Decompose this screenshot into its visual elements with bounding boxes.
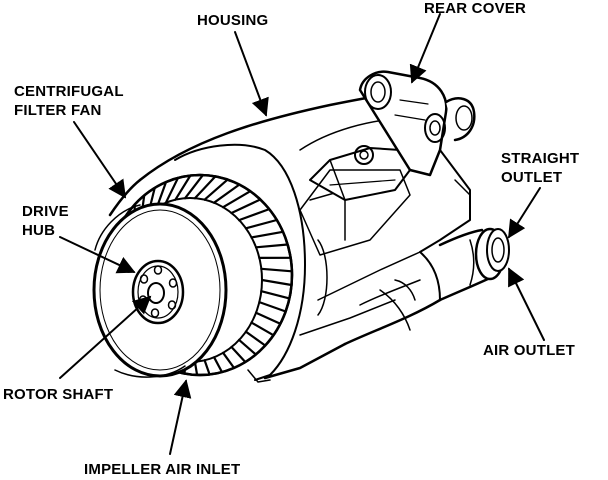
fan-blade [250, 230, 285, 239]
label-centrifugal-line1: CENTRIFUGAL [14, 83, 124, 100]
leader-housing [234, 31, 269, 117]
fan-blade [193, 175, 217, 200]
label-air-outlet: AIR OUTLET [483, 342, 575, 359]
label-rear-cover: REAR COVER [424, 0, 527, 17]
leader-centrifugal-filter-fan [73, 121, 127, 199]
fan-blade [230, 345, 247, 364]
fan-blade [164, 176, 180, 204]
air-outlet-tube [359, 227, 510, 306]
fan-blade [203, 178, 229, 201]
fan-blade [244, 330, 267, 347]
fan-blade [260, 267, 293, 273]
fan-blade [174, 174, 192, 201]
fan-blade [258, 301, 287, 313]
fan-blade [238, 338, 257, 356]
hub-center [131, 259, 185, 325]
leader-rear-cover [409, 13, 441, 84]
fan-blade [230, 198, 262, 215]
label-straight-line2: OUTLET [501, 169, 563, 186]
label-drive-line1: DRIVE [22, 203, 69, 220]
leader-lines [59, 13, 545, 455]
fan-blade [203, 359, 211, 376]
fan-blade [244, 218, 278, 230]
rear-bracket [299, 145, 411, 256]
housing-body [108, 92, 442, 383]
leader-straight-outlet [508, 187, 541, 239]
fan-blade [213, 183, 241, 204]
fan-blade [184, 174, 204, 200]
leader-impeller-air-inlet [169, 379, 192, 455]
fan-blade [260, 278, 293, 287]
label-impeller-air-inlet: IMPELLER AIR INLET [84, 461, 241, 478]
label-drive-line2: HUB [22, 222, 56, 239]
fan-blade [222, 351, 236, 369]
fan-blade [254, 311, 282, 325]
fan-blade [213, 356, 224, 374]
fan-blade [222, 190, 252, 209]
fan-blade [254, 243, 289, 249]
label-straight-line1: STRAIGHT [501, 150, 580, 167]
label-housing: HOUSING [197, 12, 269, 29]
fan-blade [238, 208, 271, 222]
fan-blade [260, 290, 291, 300]
fan-blade [250, 321, 275, 337]
rear-cover [358, 70, 476, 253]
leader-rotor-shaft [59, 295, 152, 379]
label-centrifugal-line2: FILTER FAN [14, 102, 102, 119]
label-rotor-shaft: ROTOR SHAFT [3, 386, 114, 403]
leader-air-outlet [508, 267, 545, 341]
leader-drive-hub [59, 236, 136, 274]
